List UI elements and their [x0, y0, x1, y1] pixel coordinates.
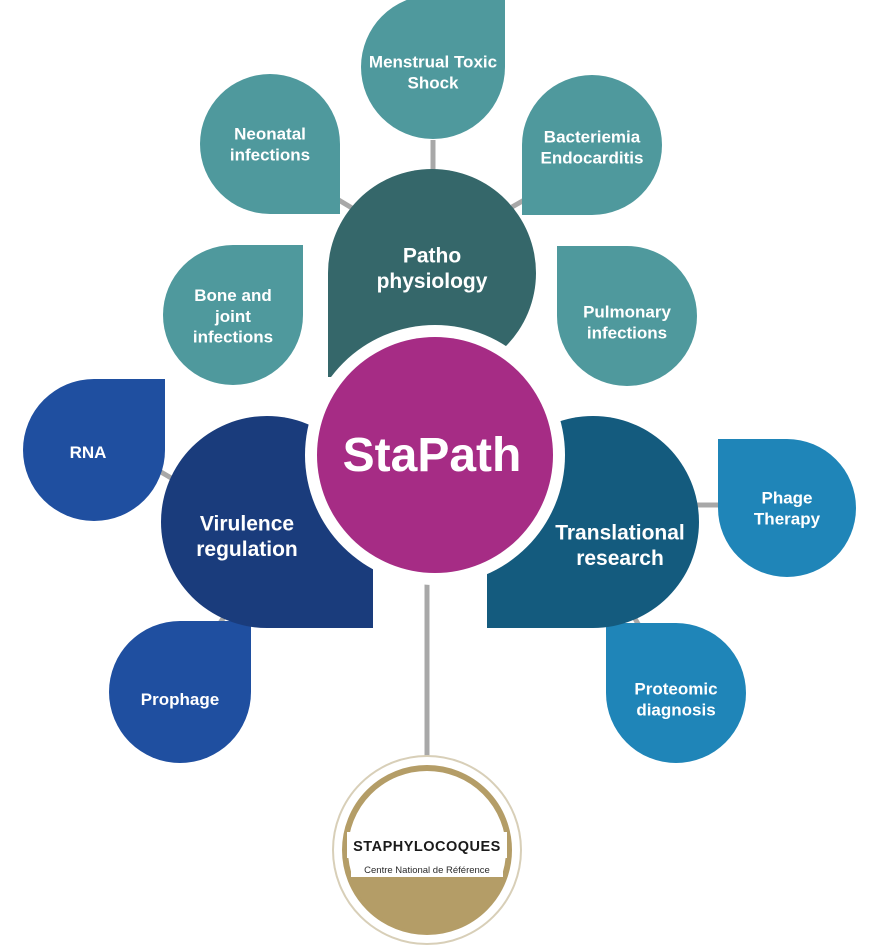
leaf-label-proteomic-diagnosis-line: Proteomic	[634, 680, 717, 699]
logo-badge: STAPHYLOCOQUES Centre National de Référen…	[332, 755, 522, 945]
leaf-label-rna: RNA	[70, 443, 107, 462]
hub-shape	[328, 169, 536, 377]
leaf-label-menstrual-toxic-shock-line: Menstrual Toxic	[369, 53, 497, 72]
leaf-shape	[606, 623, 746, 763]
logo-subtitle-band	[351, 860, 503, 877]
leaf-label-neonatal-infections-line: Neonatal	[234, 125, 306, 144]
leaf-shape	[200, 74, 340, 214]
leaf-node-bone-and-joint-infections: Bone and joint infections	[163, 245, 303, 385]
leaf-shape	[361, 0, 505, 139]
leaf-label-phage-therapy-line: Phage	[761, 489, 812, 508]
leaf-shape	[109, 621, 251, 763]
leaf-label-bacteriemia-endocarditis-line: Bacteriemia	[544, 128, 641, 147]
leaf-label-bone-and-joint-infections-line: joint	[214, 307, 251, 326]
leaf-label-rna-line: RNA	[70, 443, 107, 462]
leaf-shape	[163, 245, 303, 385]
leaf-label-bone-and-joint-infections-line: Bone and	[194, 286, 271, 305]
hub-label-translational-line: research	[576, 547, 664, 570]
logo-title: STAPHYLOCOQUES	[353, 839, 501, 855]
center-circle	[317, 337, 553, 573]
logo-lower-fill	[348, 872, 506, 932]
leaf-label-proteomic-diagnosis-line: diagnosis	[636, 700, 715, 719]
leaf-shape	[23, 379, 165, 521]
hub-label-translational-line: Translational	[555, 522, 685, 545]
leaf-label-bone-and-joint-infections: Bone and joint infections	[193, 286, 273, 346]
hub-label-virulence-line: Virulence	[200, 513, 294, 536]
leaf-label-bacteriemia-endocarditis-line: Endocarditis	[541, 148, 644, 167]
center-label: StaPath	[343, 429, 522, 482]
leaf-label-neonatal-infections-line: infections	[230, 145, 310, 164]
leaf-node-prophage: Prophage	[109, 621, 251, 763]
hub-label-patho-line: physiology	[377, 270, 488, 293]
logo-subtitle: Centre National de Référence	[364, 865, 490, 876]
leaf-label-pulmonary-infections-line: Pulmonary	[583, 303, 671, 322]
leaf-label-prophage-line: Prophage	[141, 690, 219, 709]
logo-title-band	[347, 832, 507, 858]
leaf-label-phage-therapy-line: Therapy	[754, 509, 821, 528]
leaf-label-bone-and-joint-infections-line: infections	[193, 328, 273, 347]
leaf-label-menstrual-toxic-shock-line: Shock	[407, 73, 459, 92]
leaf-label-pulmonary-infections-line: infections	[587, 323, 667, 342]
center-node: StaPath	[305, 325, 565, 585]
leaf-node-rna: RNA	[23, 379, 165, 521]
hub-label-virulence-line: regulation	[196, 538, 298, 561]
leaf-shape	[522, 75, 662, 215]
hub-label-patho-line: Patho	[403, 245, 461, 268]
leaf-shape	[557, 246, 697, 386]
leaf-label-prophage: Prophage	[141, 690, 219, 709]
leaf-shape	[718, 439, 856, 577]
